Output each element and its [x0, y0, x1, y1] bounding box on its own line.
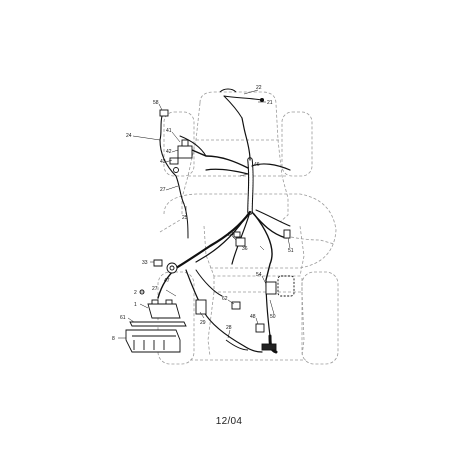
callout-54: 54: [256, 272, 262, 278]
callout-22: 22: [256, 85, 262, 91]
battery: [147, 299, 181, 319]
callout-46: 46: [254, 162, 260, 168]
fuse-holder: [195, 299, 207, 315]
callout-50: 50: [270, 314, 276, 320]
callout-28: 28: [226, 325, 232, 331]
headlight-connector: [219, 88, 265, 103]
wire-harness: [157, 95, 291, 354]
starter-solenoid: [166, 262, 178, 274]
callout-36: 36: [242, 246, 248, 252]
relay-36: [235, 237, 246, 247]
battery-strap: [129, 321, 187, 327]
revision-date: 12/04: [215, 416, 243, 427]
pto-switch: [265, 275, 295, 297]
callout-47: 47: [164, 278, 170, 284]
connector-33: [153, 259, 163, 267]
callout-42: 42: [166, 149, 172, 155]
switch-58: [159, 109, 169, 117]
callout-labels: 22 21 58 24 41 42 43 27 25 46 34 33 47 3…: [112, 85, 294, 342]
callout-48: 48: [250, 314, 256, 320]
battery-tray: [125, 329, 181, 353]
callout-29: 29: [200, 320, 206, 326]
callout-41: 41: [166, 128, 172, 134]
connector-51: [283, 229, 291, 239]
callout-2: 2: [134, 290, 137, 296]
callout-21: 21: [267, 100, 273, 106]
callout-34: 34: [228, 232, 234, 238]
callout-62: 62: [222, 296, 228, 302]
wire-28: [225, 339, 249, 351]
tractor-outline: [157, 91, 339, 365]
callout-58: 58: [153, 100, 159, 106]
callout-61: 61: [120, 315, 126, 321]
ground-connector: [233, 231, 241, 238]
brake-switch: [255, 323, 277, 351]
callout-27b: 27: [152, 286, 158, 292]
callout-51: 51: [288, 248, 294, 254]
ignition-switch: [169, 139, 193, 173]
callout-33: 33: [142, 260, 148, 266]
components: [125, 88, 295, 353]
connector-62: [231, 301, 241, 310]
callout-8: 8: [112, 336, 115, 342]
callout-43: 43: [160, 159, 166, 165]
callout-27a: 27: [160, 187, 166, 193]
leader-lines: [118, 89, 291, 339]
callout-1: 1: [134, 302, 137, 308]
callout-25: 25: [182, 215, 188, 221]
callout-24: 24: [126, 133, 132, 139]
